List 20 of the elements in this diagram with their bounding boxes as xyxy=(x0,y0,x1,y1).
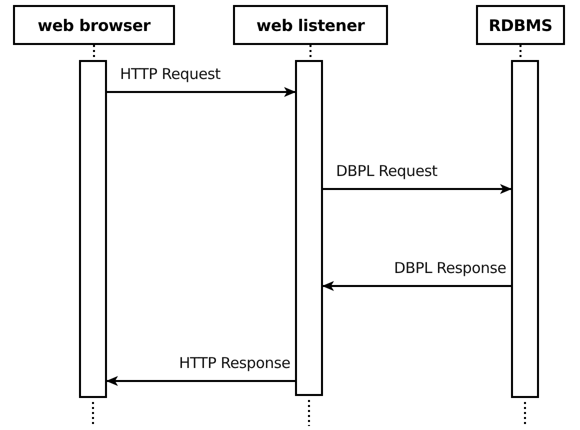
lifeline xyxy=(310,45,312,60)
lifeline xyxy=(93,45,95,60)
message-arrow xyxy=(107,87,296,97)
activation-bar xyxy=(79,60,107,398)
activation-bar xyxy=(511,60,539,398)
message-label: DBPL Response xyxy=(393,259,508,277)
lifeline xyxy=(520,45,522,60)
participant-name: web browser xyxy=(38,16,150,34)
lifeline-header-box xyxy=(233,5,388,45)
message-arrow xyxy=(323,184,512,194)
activation-bar xyxy=(295,60,323,396)
lifeline-header-box xyxy=(476,5,565,45)
lifeline-header-box xyxy=(13,5,175,45)
message-label: HTTP Response xyxy=(178,354,292,372)
message-label: DBPL Request xyxy=(335,162,438,180)
participant-name: web listener xyxy=(256,16,365,34)
message-arrow xyxy=(106,376,295,386)
message-label: HTTP Request xyxy=(119,65,222,83)
participant-name: RDBMS xyxy=(488,16,552,34)
message-arrow xyxy=(322,281,511,291)
